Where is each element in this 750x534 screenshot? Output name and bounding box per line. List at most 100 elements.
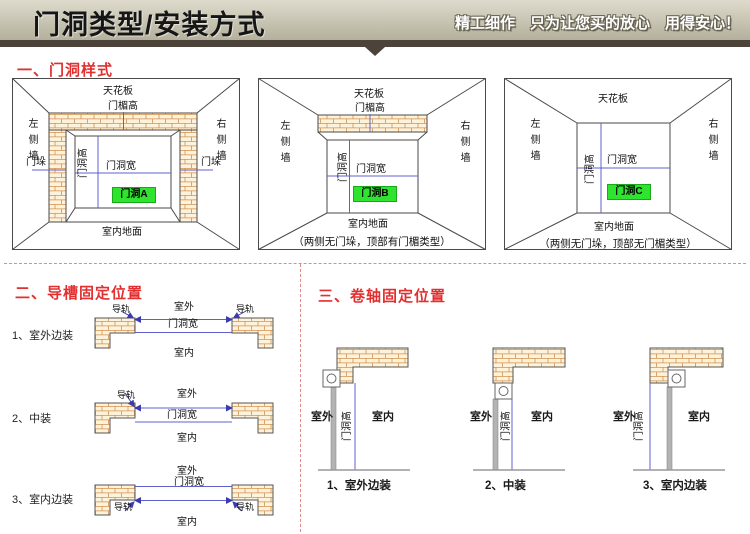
ceiling-label: 天花板 xyxy=(103,86,133,97)
right-wall-label: 右侧墙 xyxy=(458,120,469,168)
section3-item2-caption: 2、中装 xyxy=(485,480,526,492)
room-a-drawing xyxy=(12,78,240,250)
plan-view-drawing xyxy=(94,310,274,349)
brick-lintel xyxy=(649,347,724,384)
diagram-opening-c: 天花板 左侧墙 右侧墙 门洞高 门洞宽 门洞C 室内地面 （两侧无门垛，顶部无门… xyxy=(504,78,732,250)
left-wall-label: 左侧墙 xyxy=(278,120,289,168)
down-arrow-icon xyxy=(365,47,385,56)
ceiling-label: 天花板 xyxy=(354,89,384,100)
opening-width-label: 门洞宽 xyxy=(356,164,386,175)
brick-lintel xyxy=(317,114,428,133)
section3-item3-caption: 3、室内边装 xyxy=(643,480,707,492)
rail-label: 导轨 xyxy=(114,502,133,512)
page-title: 门洞类型/安装方式 xyxy=(33,10,266,40)
section1-title: 一、门洞样式 xyxy=(17,62,114,79)
brick-pier-left xyxy=(94,317,136,349)
roller-shaft-icon xyxy=(671,373,682,384)
opening-width-label: 门洞宽 xyxy=(168,319,198,330)
brick-pier-right xyxy=(179,129,198,223)
opening-width-label: 门洞宽 xyxy=(607,155,637,166)
lintel-height-label: 门楣高 xyxy=(108,101,138,112)
pier-left-label: 门垛 xyxy=(26,157,46,168)
opening-height-label: 门洞高 xyxy=(338,152,349,182)
shutter-curtain xyxy=(666,386,673,471)
plan-view-drawing xyxy=(94,392,274,434)
room-c-drawing xyxy=(504,78,732,250)
side-view-drawing xyxy=(633,347,725,471)
diagram-opening-a: 天花板 门楣高 左侧墙 右侧墙 门垛 门垛 门洞高 门洞宽 门洞A 室内地面 xyxy=(12,78,240,250)
outdoor-label: 室外 xyxy=(311,411,333,423)
rail-pointer-left xyxy=(120,310,135,319)
side-view-indoor-mount xyxy=(620,340,730,475)
right-wall-label: 右侧墙 xyxy=(214,118,225,166)
opening-height-label: 门洞高 xyxy=(634,411,645,441)
opening-height-label: 门洞高 xyxy=(501,411,512,441)
side-view-middle-mount xyxy=(466,340,571,475)
rail-pointer-right xyxy=(232,501,243,512)
indoor-label: 室内 xyxy=(688,411,710,423)
left-wall-label: 左侧墙 xyxy=(528,118,539,166)
opening-height-label: 门洞高 xyxy=(78,148,89,178)
diagram-opening-b: 天花板 门楣高 左侧墙 右侧墙 门洞高 门洞宽 门洞B 室内地面 （两侧无门垛，… xyxy=(258,78,486,250)
dimension-lines xyxy=(577,123,670,213)
dimension-lines xyxy=(327,114,418,213)
floor-label: 室内地面 xyxy=(102,227,142,238)
outdoor-label: 室外 xyxy=(177,389,197,400)
shutter-curtain xyxy=(492,398,499,471)
horizontal-divider xyxy=(4,263,746,264)
plan-view-indoor-mount xyxy=(85,470,290,532)
rail-label: 导轨 xyxy=(236,502,255,512)
brick-lintel xyxy=(492,347,566,384)
dimension-lines xyxy=(32,112,213,208)
opening-tag-c: 门洞C xyxy=(607,184,651,200)
rail-pointer-left xyxy=(124,501,135,512)
section3-item1-caption: 1、室外边装 xyxy=(327,480,391,492)
indoor-label: 室内 xyxy=(177,517,197,528)
brick-pier-right xyxy=(231,317,274,349)
section3-title: 三、卷轴固定位置 xyxy=(318,288,447,305)
indoor-label: 室内 xyxy=(372,411,394,423)
opening-tag-a: 门洞A xyxy=(112,187,156,203)
outdoor-label: 室外 xyxy=(613,411,635,423)
section2-item3-label: 3、室内边装 xyxy=(12,494,74,506)
brick-pier-left xyxy=(94,484,136,516)
plan-view-drawing xyxy=(94,484,274,516)
indoor-label: 室内 xyxy=(174,348,194,359)
brick-pier-right xyxy=(231,402,274,434)
opening-tag-b: 门洞B xyxy=(353,186,397,202)
floor-label: 室内地面 xyxy=(348,219,388,230)
left-wall-label: 左侧墙 xyxy=(26,118,37,166)
outdoor-label: 室外 xyxy=(470,411,492,423)
opening-width-label: 门洞宽 xyxy=(174,477,204,488)
opening-width-label: 门洞宽 xyxy=(106,161,136,172)
roller-shaft-icon xyxy=(498,386,509,396)
ceiling-label: 天花板 xyxy=(598,94,628,105)
right-wall-label: 右侧墙 xyxy=(706,118,717,166)
rail-pointer-right xyxy=(232,310,247,319)
lintel-height-label: 门楣高 xyxy=(355,103,385,114)
side-view-drawing xyxy=(473,347,566,471)
rail-label: 导轨 xyxy=(117,390,136,400)
plan-view-middle-mount xyxy=(85,388,290,450)
section2-item1-label: 1、室外边装 xyxy=(12,330,74,342)
floor-label: 室内地面 xyxy=(594,222,634,233)
opening-width-label: 门洞宽 xyxy=(167,410,197,421)
brick-pier-left xyxy=(94,402,136,434)
outdoor-label: 室外 xyxy=(174,302,194,313)
plan-view-outdoor-mount xyxy=(85,303,290,365)
header-divider-bar xyxy=(0,40,750,47)
side-view-drawing xyxy=(318,347,410,471)
shutter-curtain xyxy=(330,386,337,471)
rail-pointer-left xyxy=(124,392,135,408)
header-slogan: 精工细作 只为让您买的放心 用得安心！ xyxy=(454,15,740,32)
opening-height-label: 门洞高 xyxy=(342,411,353,441)
section2-title: 二、导槽固定位置 xyxy=(15,285,144,302)
indoor-label: 室内 xyxy=(531,411,553,423)
room-b-drawing xyxy=(258,78,486,250)
rail-label: 导轨 xyxy=(236,304,255,314)
pier-right-label: 门垛 xyxy=(201,157,221,168)
side-view-outdoor-mount xyxy=(310,340,415,475)
opening-height-label: 门洞高 xyxy=(585,154,596,184)
brick-pier-left xyxy=(48,129,67,223)
diagram-b-caption: （两侧无门垛，顶部有门楣类型） xyxy=(293,236,451,248)
